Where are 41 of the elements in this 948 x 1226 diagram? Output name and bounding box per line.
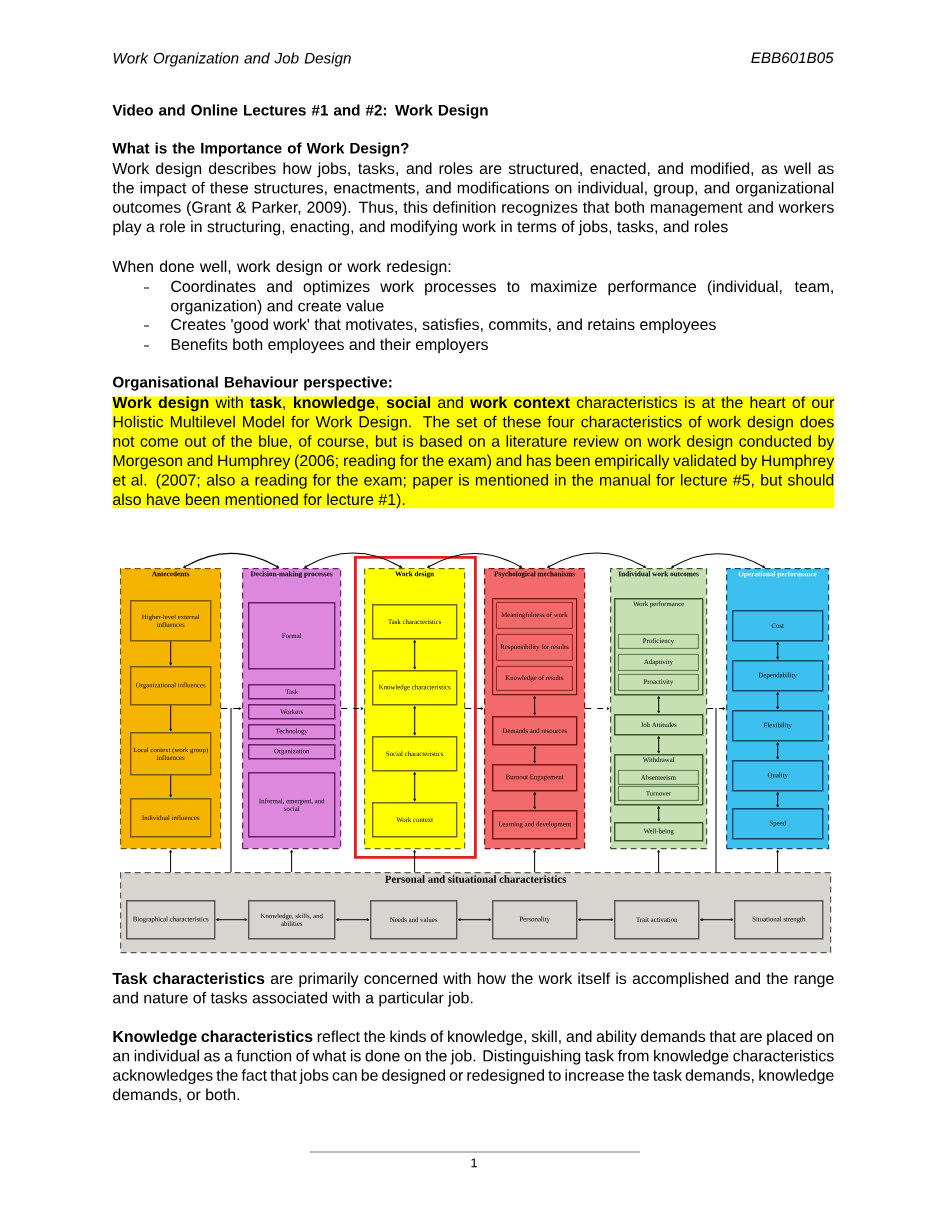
arrow: [776, 641, 780, 660]
arrow: [169, 640, 173, 666]
group-box: [492, 598, 578, 696]
feedback-arc: [426, 553, 523, 568]
arrow: [584, 707, 610, 710]
arrow: [220, 707, 242, 710]
arrow: [699, 918, 734, 922]
arrow: [776, 741, 780, 760]
feedback-arc: [671, 553, 766, 568]
arrow: [413, 771, 417, 802]
arrow: [340, 707, 364, 710]
arrow: [533, 791, 537, 810]
arrow: [706, 707, 726, 710]
arrow: [464, 707, 484, 710]
feedback-arc: [304, 552, 403, 568]
arrow: [776, 849, 779, 873]
arrow: [215, 918, 248, 922]
arrow: [533, 849, 536, 873]
arrow: [413, 639, 417, 670]
highlight-frame: [354, 556, 477, 859]
arrow: [413, 705, 417, 736]
arrow: [657, 805, 661, 822]
arrow: [657, 735, 661, 754]
arrow: [335, 918, 370, 922]
arrow: [413, 849, 416, 873]
arrow: [776, 791, 780, 808]
moderator-line: [715, 707, 717, 873]
arrow: [457, 918, 492, 922]
moderator-line: [230, 707, 232, 873]
arrow: [169, 849, 172, 873]
arrow: [533, 695, 537, 716]
arrow: [169, 774, 173, 798]
arrow: [290, 849, 293, 873]
arrow: [533, 745, 537, 764]
arrow: [577, 918, 614, 922]
feedback-arc: [547, 552, 647, 568]
arrow: [169, 704, 173, 732]
arrow: [776, 691, 780, 710]
feedback-arc: [183, 553, 280, 568]
arrow: [657, 849, 660, 873]
arrow: [657, 695, 661, 714]
